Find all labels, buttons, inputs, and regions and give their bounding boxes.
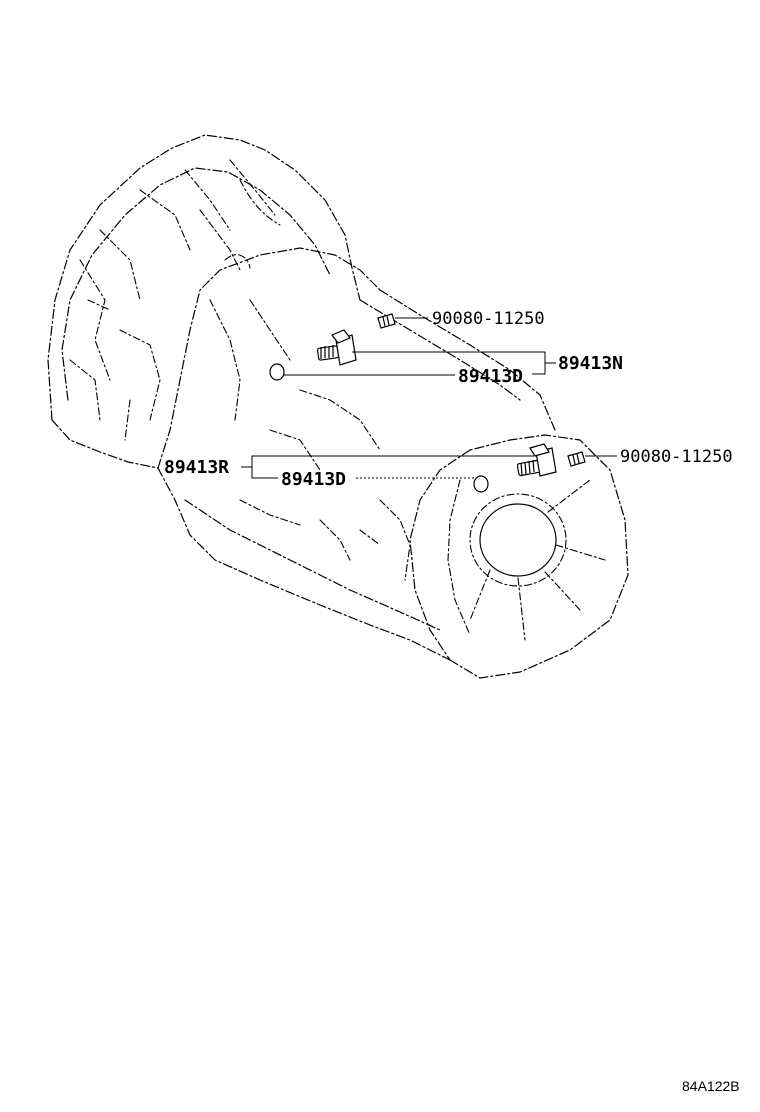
callout-sensor-lower: 89413R [164,457,229,478]
callout-bolt-upper: 90080-11250 [432,309,545,329]
callout-oring-upper: 89413D [458,366,523,387]
upper-speed-sensor [316,329,357,366]
lower-speed-sensor [516,443,557,477]
callout-bolt-lower: 90080-11250 [620,447,733,467]
lower-bolt [567,451,586,467]
output-flange [479,503,557,577]
upper-bolt [377,313,396,329]
callout-oring-lower: 89413D [281,469,346,490]
upper-o-ring [269,363,285,381]
callout-sensor-upper: 89413N [558,353,623,374]
lower-o-ring [473,475,489,493]
diagram-code: 84A122B [682,1078,740,1094]
leader-lines [241,317,617,479]
transmission-housing [47,134,629,679]
